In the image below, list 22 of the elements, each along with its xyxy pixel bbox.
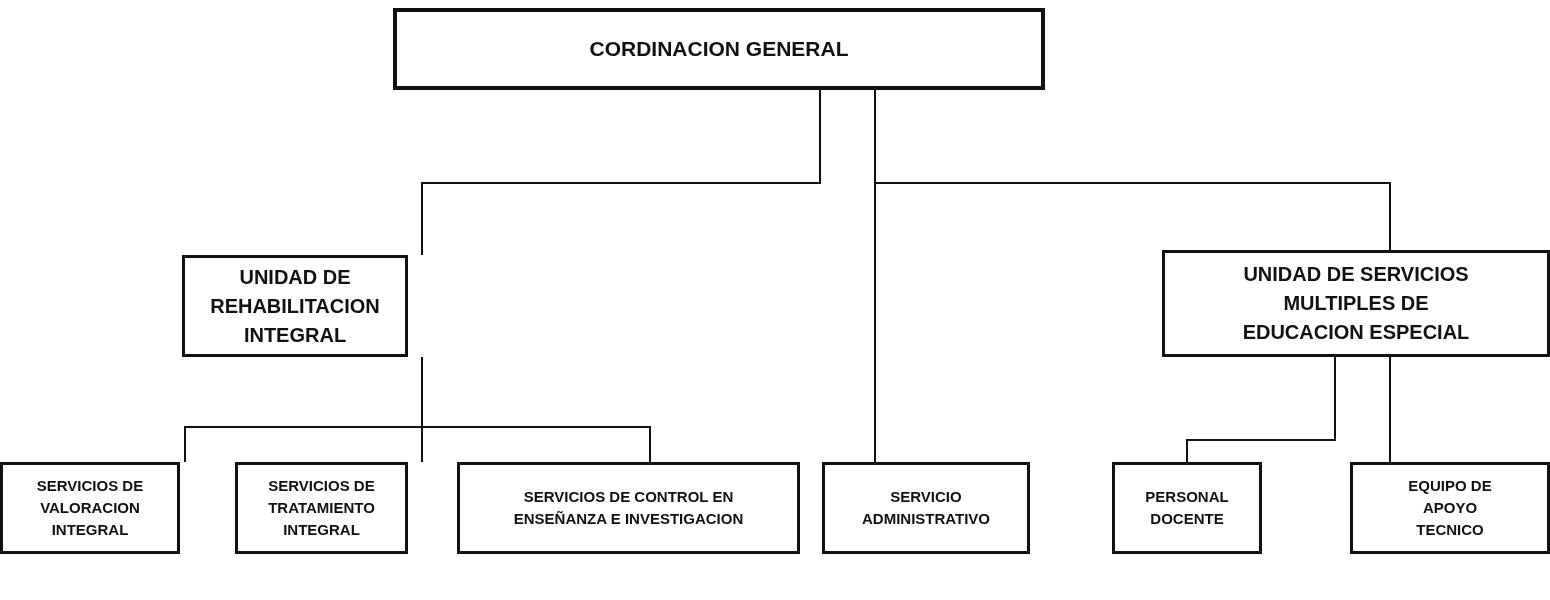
box-label: EQUIPO DE APOYO TECNICO (1407, 476, 1493, 540)
org-box (1112, 462, 1262, 554)
connector-line (1186, 356, 1336, 463)
org-box (822, 462, 1030, 554)
org-box (1162, 250, 1550, 357)
org-box (235, 462, 408, 554)
box-label: UNIDAD DE REHABILITACION INTEGRAL (209, 264, 381, 348)
org-box (1350, 462, 1550, 554)
org-box (393, 8, 1045, 90)
box-label: UNIDAD DE SERVICIOS MULTIPLES DE EDUCACION ESPECIAL (1241, 262, 1471, 345)
box-label: CORDINACION GENERAL (589, 35, 849, 62)
box-label: SERVICIOS DE CONTROL EN ENSEÑANZA E INVESTIGACION (512, 487, 745, 529)
box-label: PERSONAL DOCENTE (1144, 487, 1230, 529)
org-box (182, 255, 408, 357)
connector-line (421, 356, 651, 463)
org-box (457, 462, 800, 554)
box-label: SERVICIOS DE TRATAMIENTO INTEGRAL (267, 476, 376, 540)
box-label: SERVICIO ADMINISTRATIVO (860, 487, 992, 529)
box-label: SERVICIOS DE VALORACION INTEGRAL (35, 476, 145, 540)
org-box (0, 462, 180, 554)
connector-line (1389, 356, 1391, 463)
connector-line (421, 89, 821, 256)
